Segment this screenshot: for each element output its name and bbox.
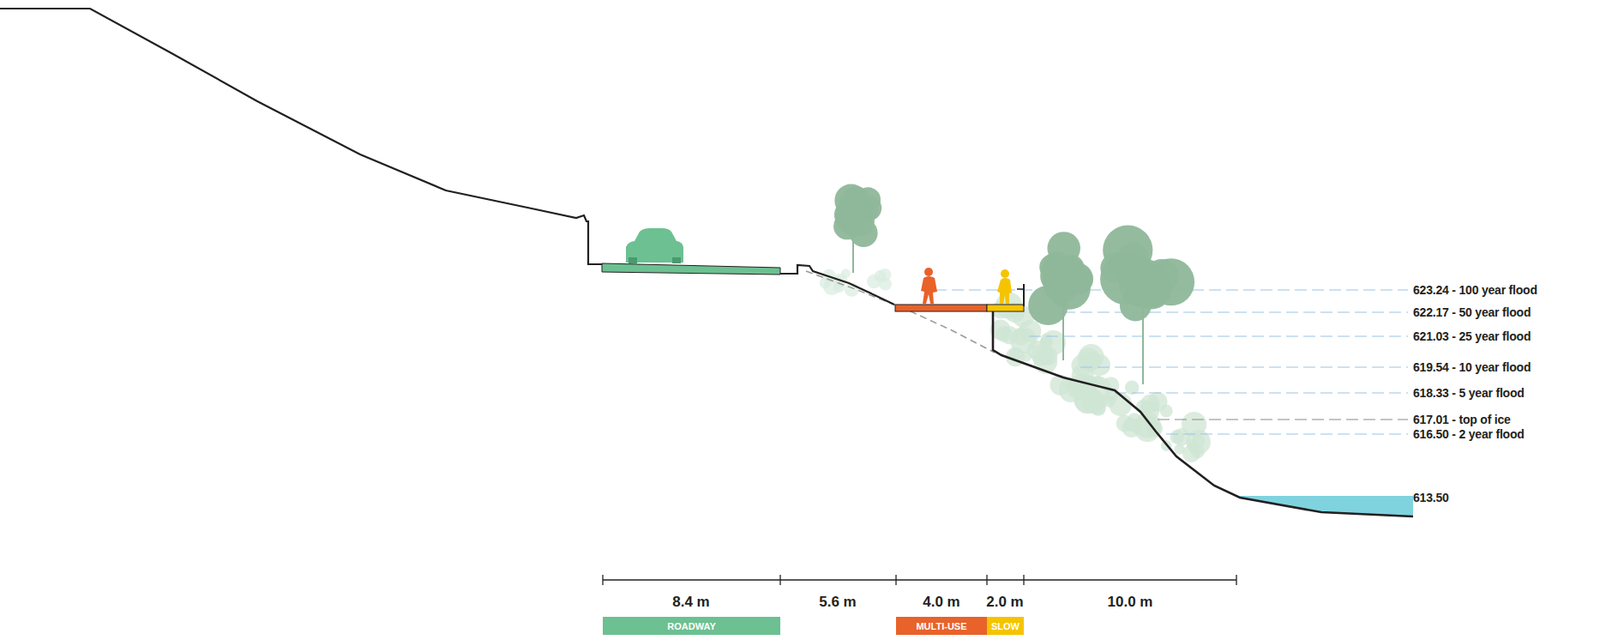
multi-use-slab	[895, 304, 987, 312]
foliage	[1100, 393, 1111, 404]
slow-band: SLOW	[986, 616, 1024, 635]
foliage	[839, 188, 867, 216]
roadway-band: ROADWAY	[602, 616, 781, 635]
existing-grade	[806, 270, 995, 353]
slow-slab	[986, 304, 1024, 312]
foliage	[1066, 265, 1094, 293]
foliage	[1185, 429, 1211, 455]
dimension-line	[602, 574, 1237, 585]
foliage	[1186, 439, 1198, 451]
band-label: SLOW	[991, 620, 1020, 632]
elevation-label: 619.54 - 10 year flood	[1413, 360, 1531, 374]
foliage	[1021, 351, 1032, 362]
foliage	[1059, 262, 1094, 296]
riverbank	[992, 311, 1414, 517]
elevation-label: 622.17 - 50 year flood	[1413, 305, 1531, 319]
ground-line	[0, 8, 602, 265]
dimension-label: 5.6 m	[818, 593, 856, 611]
pedestrian-slow	[997, 269, 1012, 304]
foliage	[999, 325, 1018, 344]
elevation-label: 621.03 - 25 year flood	[1413, 329, 1531, 343]
dimension-label: 4.0 m	[922, 593, 960, 611]
dimension-label: 2.0 m	[986, 593, 1023, 611]
dimension-label: 8.4 m	[672, 593, 710, 611]
foliage	[1127, 268, 1166, 307]
foliage	[1128, 418, 1143, 433]
trees	[833, 183, 1195, 385]
elevation-label: 617.01 - top of ice	[1413, 412, 1511, 427]
foliage	[878, 268, 892, 282]
pedestrian	[920, 267, 938, 304]
band-label: MULTI-USE	[915, 620, 967, 632]
elevation-label: 616.50 - 2 year flood	[1413, 427, 1525, 441]
car	[625, 228, 684, 264]
band-label: ROADWAY	[667, 620, 716, 632]
flood-lines	[934, 289, 1408, 434]
elevation-label: 623.24 - 100 year flood	[1413, 282, 1538, 297]
elevation-label: 618.33 - 5 year flood	[1413, 385, 1525, 400]
dimension-label: 10.0 m	[1107, 593, 1154, 611]
river-water	[1239, 495, 1414, 518]
multi-use-band: MULTI-USE	[896, 616, 987, 635]
foliage	[1140, 394, 1160, 414]
roadway-slab	[601, 263, 781, 275]
railing	[1022, 283, 1025, 307]
foliage	[841, 268, 851, 278]
elevation-label: 613.50	[1413, 490, 1450, 505]
